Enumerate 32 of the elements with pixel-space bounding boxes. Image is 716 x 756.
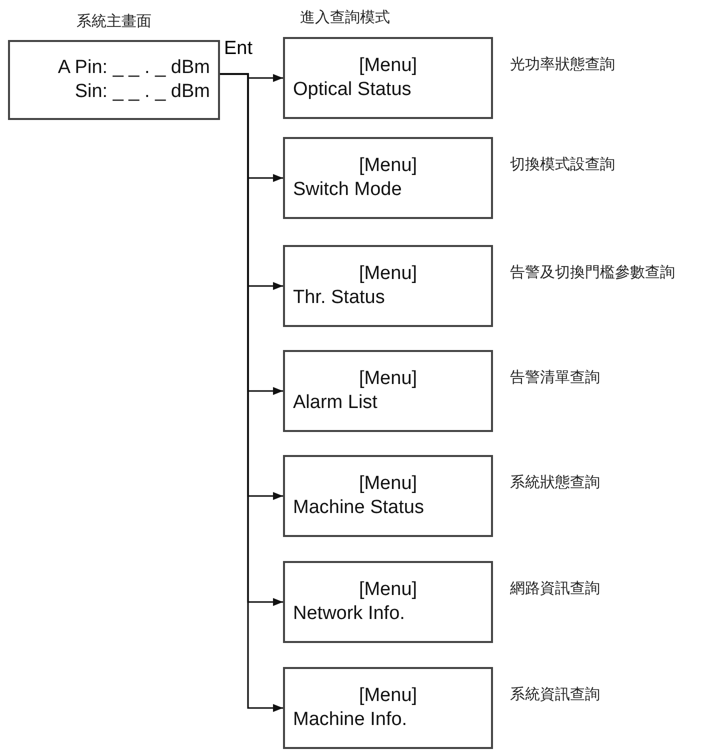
- description-text: 切換模式設查詢: [510, 154, 616, 175]
- menu-tag: [Menu]: [293, 262, 483, 286]
- menu-title: Alarm List: [293, 391, 378, 415]
- screen-heading: 系統主畫面: [76, 12, 152, 31]
- description-text: 告警清單查詢: [510, 367, 601, 388]
- menu-box: [283, 561, 493, 643]
- menu-title: Network Info.: [293, 602, 406, 626]
- menu-box: [283, 137, 493, 219]
- menu-box: [283, 667, 493, 749]
- menu-title: Thr. Status: [293, 286, 386, 310]
- menu-box: [283, 245, 493, 327]
- description-text: 系統資訊查詢: [510, 684, 601, 705]
- menu-tag: [Menu]: [293, 367, 483, 391]
- menu-tag: [Menu]: [293, 684, 483, 708]
- readout-text: Sin: _ _ . _ dBm: [74, 80, 210, 104]
- menu-tag: [Menu]: [293, 154, 483, 178]
- description-text: 系統狀態查詢: [510, 472, 601, 493]
- column-heading: 進入查詢模式: [300, 8, 390, 27]
- menu-title: Machine Status: [293, 496, 425, 520]
- readout-text: A Pin: _ _ . _ dBm: [56, 56, 210, 80]
- menu-title: Machine Info.: [293, 708, 408, 732]
- menu-title: Optical Status: [293, 78, 412, 102]
- menu-tag: [Menu]: [293, 54, 483, 78]
- menu-box: [283, 455, 493, 537]
- description-text: 網路資訊查詢: [510, 578, 601, 599]
- description-text: 告警及切換門檻參數查詢: [510, 262, 676, 283]
- menu-tag: [Menu]: [293, 578, 483, 602]
- menu-box: [283, 350, 493, 432]
- menu-box: [283, 37, 493, 119]
- menu-title: Switch Mode: [293, 178, 403, 202]
- menu-tag: [Menu]: [293, 472, 483, 496]
- description-text: 光功率狀態查詢: [510, 54, 616, 75]
